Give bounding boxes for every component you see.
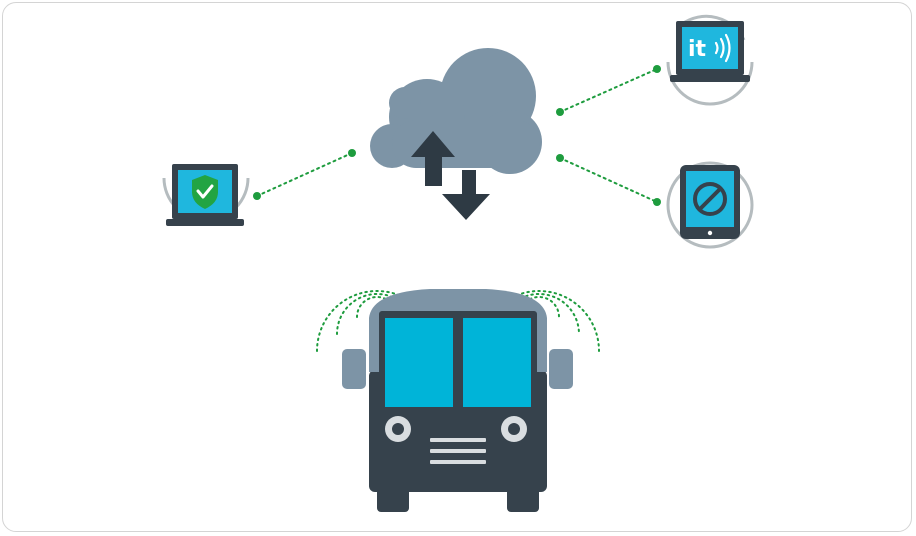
left-windshield xyxy=(385,318,453,407)
connector-top-right xyxy=(556,65,661,116)
laptop-it-wifi-icon: it xyxy=(666,14,754,106)
right-mirror xyxy=(549,349,573,389)
bus-icon xyxy=(342,289,573,512)
left-headlight xyxy=(385,416,411,442)
right-windshield xyxy=(463,318,531,407)
tablet-blocked-icon xyxy=(666,161,754,249)
wifi-wave-ring xyxy=(336,293,418,335)
left-mirror xyxy=(342,349,366,389)
right-headlight xyxy=(501,416,527,442)
up-down-arrows-icon xyxy=(411,131,490,220)
grille xyxy=(430,438,486,464)
connector-bottom-right xyxy=(556,154,661,206)
laptop-shield-icon xyxy=(162,164,250,226)
cloud-icon xyxy=(370,48,542,174)
shield-check-icon xyxy=(192,175,218,209)
it-label: it xyxy=(688,37,707,62)
connector-left xyxy=(253,149,356,200)
blocked-icon xyxy=(693,182,727,216)
wifi-signal-icon xyxy=(714,33,731,63)
